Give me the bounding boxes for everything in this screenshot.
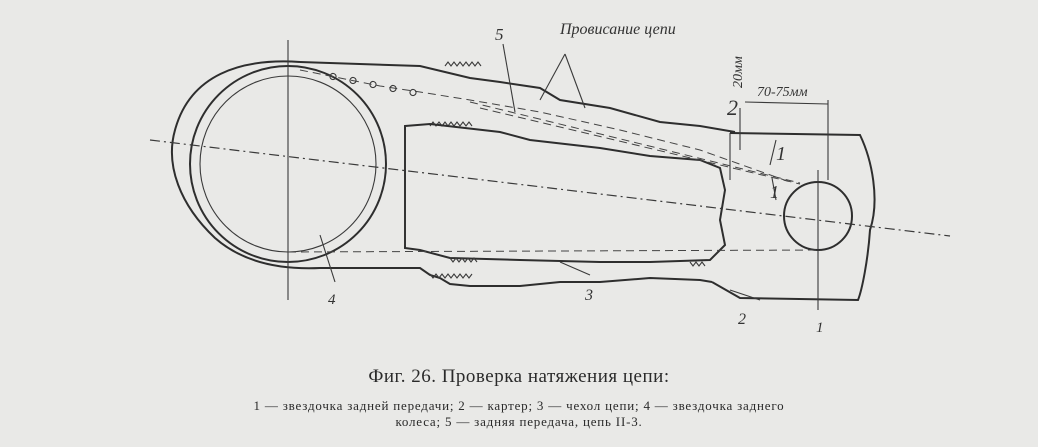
label-20mm: 20мм [731, 56, 746, 88]
crankcase-outline [711, 132, 876, 302]
dim-70-75-line [744, 101, 829, 105]
label5-pointer [502, 43, 516, 113]
label2-pointer [729, 289, 761, 301]
label-70-75mm: 70-75мм [757, 85, 808, 100]
chain-tension-diagram: Провисание цепи 5 20мм 2 70-75мм 1 1 4 3… [149, 21, 951, 336]
legend-line-2: колеса; 5 — задняя передача, цепь II-3. [395, 414, 643, 429]
label-2-bottom: 2 [738, 311, 746, 328]
tube-ridge [449, 257, 706, 267]
label-4: 4 [328, 292, 336, 308]
label3-pointer [559, 261, 591, 276]
chain-guard-outline [171, 60, 713, 287]
label-1-mid: 1 [770, 182, 779, 202]
chain-sag-2 [479, 107, 801, 185]
chain-beads [329, 72, 417, 97]
sag-pointer-a [539, 53, 566, 101]
chain-lower [287, 249, 821, 253]
sag-pointer-b [564, 53, 586, 109]
label-5: 5 [495, 25, 504, 44]
sag-arrow-1 [769, 139, 777, 166]
label-1-top: 1 [776, 143, 786, 165]
label-1-bottom: 1 [816, 320, 824, 336]
thread-top [444, 61, 482, 67]
chain-guard-top [299, 61, 736, 133]
figure-caption-legend: 1 — звездочка задней передачи; 2 — карте… [60, 398, 978, 430]
thread-bottom [429, 273, 473, 279]
legend-line-1: 1 — звездочка задней передачи; 2 — карте… [253, 398, 785, 413]
chain-sag-1 [469, 101, 801, 184]
label4-pointer [319, 234, 336, 283]
sag-arrow-2 [771, 177, 777, 201]
label-3: 3 [584, 287, 593, 304]
figure-caption-title: Фиг. 26. Проверка натяжения цепи: [368, 366, 670, 387]
label-2-top: 2 [727, 95, 738, 120]
chain-upper [299, 69, 791, 183]
label-chain-sag: Провисание цепи [559, 21, 676, 38]
center-axis-line [149, 139, 951, 237]
